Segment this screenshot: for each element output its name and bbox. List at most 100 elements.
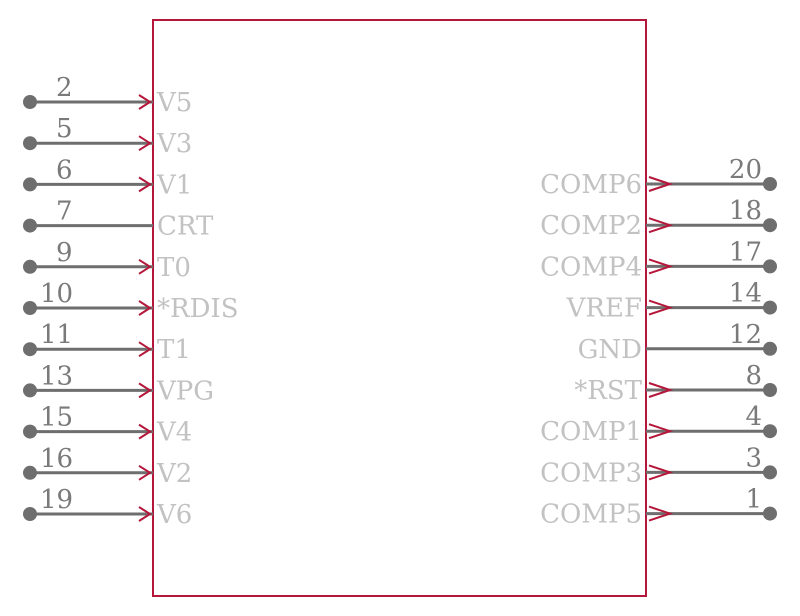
input-arrow-icon: [138, 423, 152, 440]
pin-endpoint-dot: [23, 342, 37, 357]
pin-number: 13: [40, 361, 73, 391]
pin-number: 17: [729, 237, 762, 267]
pin-number: 7: [56, 197, 73, 227]
input-arrow-icon: [138, 382, 152, 399]
pin-endpoint-dot: [23, 95, 37, 109]
output-arrow-icon: [648, 464, 674, 481]
pin-name: COMP1: [540, 417, 642, 447]
output-arrow-icon: [648, 217, 674, 234]
pin-number: 12: [729, 320, 762, 350]
pin-name: V2: [156, 459, 192, 489]
pin-name: T0: [157, 253, 191, 283]
pin-endpoint-dot: [763, 300, 777, 315]
output-arrow-icon: [648, 505, 674, 522]
input-arrow-icon: [138, 176, 152, 193]
pin-number: 3: [745, 443, 762, 473]
pin-name: COMP3: [540, 458, 642, 488]
pin-name: V6: [156, 500, 192, 530]
pin-number: 20: [729, 155, 762, 185]
input-arrow-icon: [138, 464, 152, 481]
pin-number: 14: [729, 279, 762, 309]
pin-number: 9: [56, 238, 73, 268]
right-pin-group: 20COMP618COMP217COMP414VREF12GND8*RST4CO…: [540, 155, 777, 530]
pin-number: 4: [745, 402, 762, 432]
pin-name: *RST: [574, 376, 642, 406]
pin-endpoint-dot: [763, 383, 777, 397]
pin-name: COMP2: [540, 211, 642, 241]
pin-endpoint-dot: [23, 259, 37, 274]
pin-endpoint-dot: [23, 465, 37, 480]
pin-endpoint-dot: [763, 465, 777, 480]
input-arrow-icon: [138, 300, 152, 316]
pin-name: VPG: [156, 376, 214, 406]
pin-name: CRT: [157, 212, 214, 242]
pin-name: V4: [156, 418, 192, 448]
pin-endpoint-dot: [23, 383, 37, 398]
pin-name: VREF: [566, 294, 642, 324]
right-pin-8: 8 *RST: [574, 361, 777, 406]
pin-endpoint-dot: [763, 259, 777, 274]
output-arrow-icon: [648, 176, 674, 192]
output-arrow-icon: [648, 258, 674, 275]
pin-name: V3: [156, 129, 192, 159]
pin-number: 5: [56, 114, 73, 144]
output-arrow-icon: [648, 423, 674, 440]
pin-endpoint-dot: [23, 136, 37, 151]
pin-endpoint-dot: [23, 301, 37, 315]
pin-endpoint-dot: [763, 177, 777, 191]
input-arrow-icon: [138, 135, 152, 152]
pin-endpoint-dot: [763, 218, 777, 233]
pin-name: GND: [578, 335, 642, 365]
pin-name: COMP4: [540, 252, 642, 282]
pin-number: 11: [40, 320, 73, 350]
pin-number: 1: [745, 485, 762, 515]
pin-name: COMP6: [540, 170, 642, 200]
pin-name: *RDIS: [157, 294, 239, 324]
pin-endpoint-dot: [23, 507, 37, 521]
input-arrow-icon: [138, 341, 152, 358]
pin-number: 16: [40, 444, 73, 474]
input-arrow-icon: [138, 506, 152, 522]
output-arrow-icon: [648, 299, 674, 316]
pin-number: 15: [40, 403, 73, 433]
pin-name: T1: [157, 335, 191, 365]
pin-endpoint-dot: [763, 424, 777, 439]
pin-name: COMP5: [540, 500, 642, 530]
pin-name: V1: [156, 170, 192, 200]
pin-endpoint-dot: [23, 424, 37, 439]
input-arrow-icon: [138, 94, 152, 110]
pin-endpoint-dot: [763, 506, 777, 521]
pin-number: 8: [745, 361, 762, 391]
left-pin-10: 10 *RDIS: [23, 279, 239, 324]
input-arrow-icon: [138, 258, 152, 275]
output-arrow-icon: [648, 382, 674, 398]
pin-endpoint-dot: [23, 218, 37, 233]
pin-number: 10: [40, 279, 73, 309]
pin-number: 19: [40, 485, 73, 515]
pin-endpoint-dot: [23, 177, 37, 192]
pin-number: 6: [56, 155, 73, 185]
pin-endpoint-dot: [763, 341, 777, 356]
pin-number: 18: [729, 196, 762, 226]
pin-number: 2: [56, 73, 73, 103]
